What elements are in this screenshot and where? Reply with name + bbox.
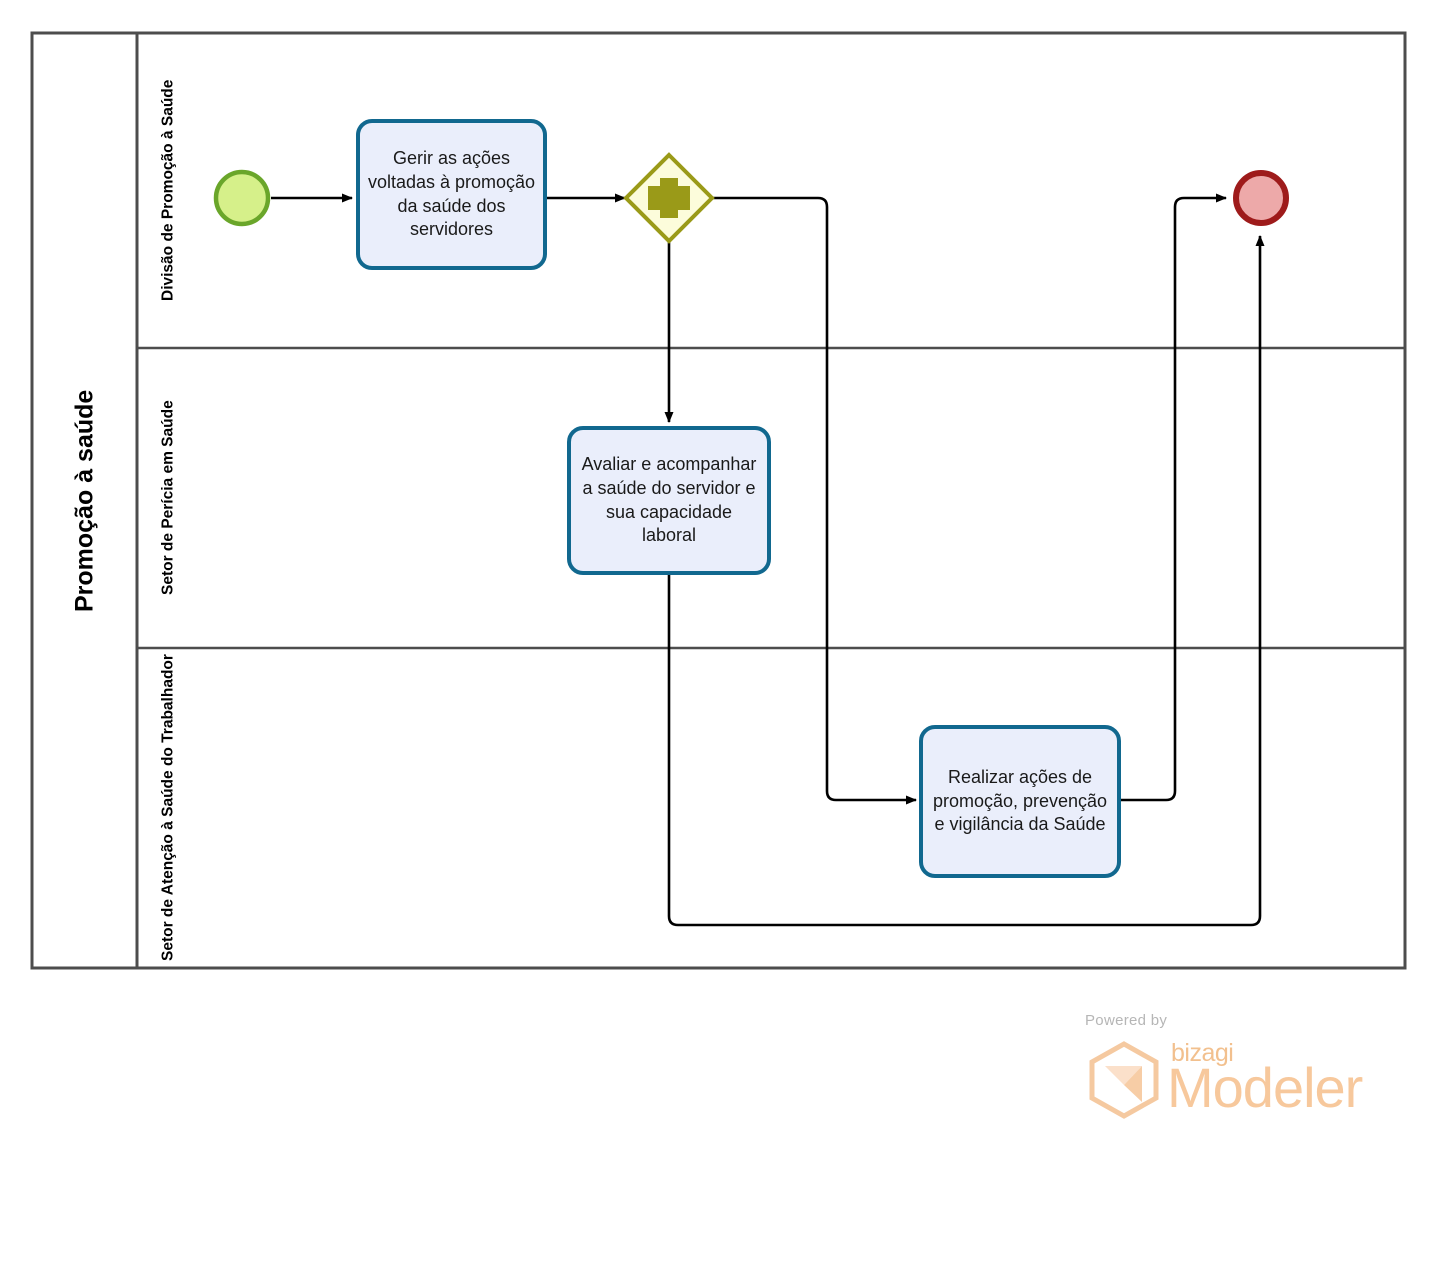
end-event[interactable] [1233,170,1289,226]
lane-title-pericia: Setor de Perícia em Saúde [159,400,177,596]
bizagi-hexagon-icon [1089,1041,1159,1119]
modeler-wordmark: Modeler [1167,1056,1363,1119]
task-gerir[interactable] [356,119,547,270]
start-event[interactable] [213,169,271,227]
flow-avaliar-end [667,235,1265,927]
lane-title-divisao: Divisão de Promoção à Saúde [159,79,177,302]
powered-by-label: Powered by [1085,1012,1168,1029]
lane-title-atencao: Setor de Atenção à Saúde do Trabalhador [159,654,177,962]
bizagi-logo-block: Powered by bizagi Modeler [1075,1012,1363,1122]
pool-border [30,31,1407,970]
flow-gateway-realizar [712,196,917,805]
flow-realizar-end [1119,193,1227,802]
parallel-gateway[interactable] [623,152,715,244]
pool-title: Promoção à saúde [70,389,99,612]
bizagi-wordmark: bizagi [1171,1039,1234,1067]
plus-icon [648,178,690,218]
task-avaliar[interactable] [567,426,771,575]
task-realizar[interactable] [919,725,1121,878]
